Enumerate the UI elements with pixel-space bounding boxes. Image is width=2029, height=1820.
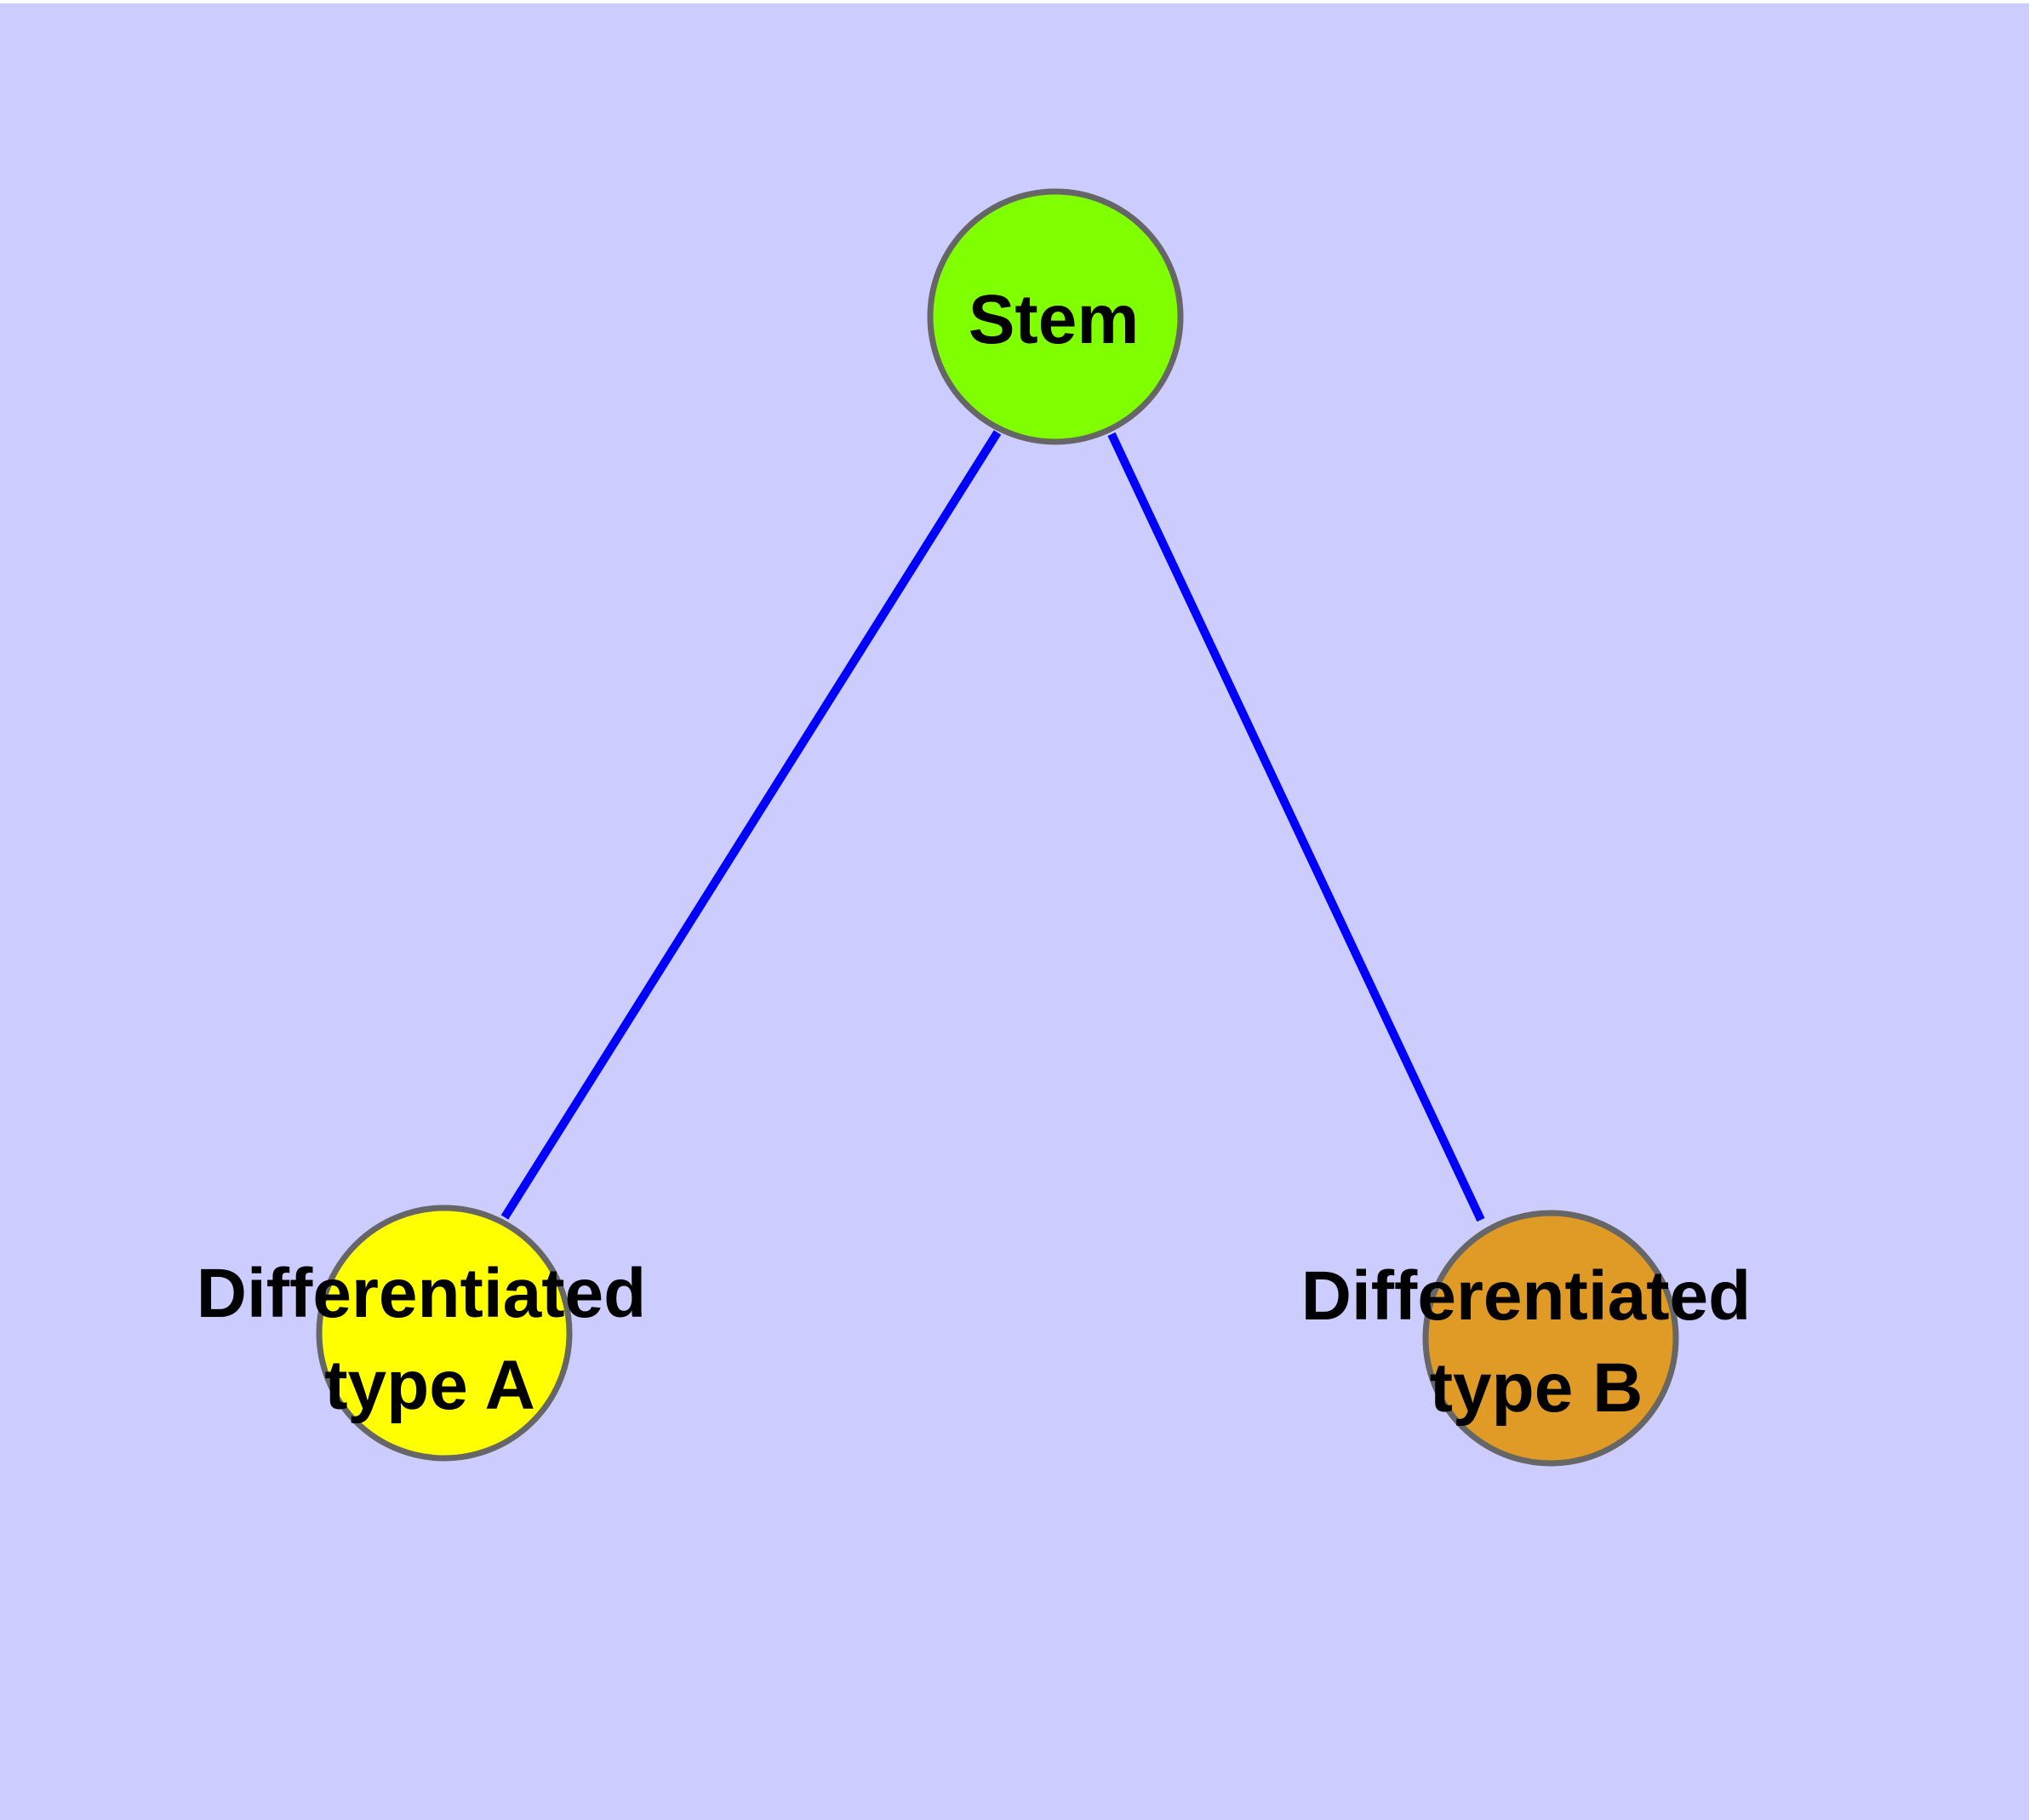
node-differentiated-type-a-label-line1: Differentiated (197, 1255, 647, 1332)
node-differentiated-type-b-label-line1: Differentiated (1301, 1257, 1752, 1335)
node-differentiated-type-a-circle[interactable] (316, 1205, 573, 1462)
edges-layer (500, 430, 1485, 1222)
nodes-layer: Stem Differentiated type A Differentiate… (197, 188, 1752, 1467)
node-differentiated-type-a[interactable]: Differentiated type A (197, 1205, 647, 1462)
node-differentiated-type-b[interactable]: Differentiated type B (1301, 1210, 1752, 1467)
node-stem-circle[interactable] (927, 188, 1184, 445)
node-differentiated-type-b-label-line2: type B (1430, 1349, 1643, 1427)
top-white-margin (0, 0, 2029, 3)
node-differentiated-type-a-label-line2: type A (324, 1347, 535, 1424)
node-differentiated-type-b-circle[interactable] (1422, 1210, 1679, 1467)
node-stem[interactable]: Stem (927, 188, 1184, 445)
node-stem-label: Stem (969, 281, 1140, 358)
edge-stem-to-differentiated-type-b[interactable] (1107, 432, 1485, 1222)
edge-stem-to-differentiated-type-a[interactable] (500, 430, 1002, 1220)
